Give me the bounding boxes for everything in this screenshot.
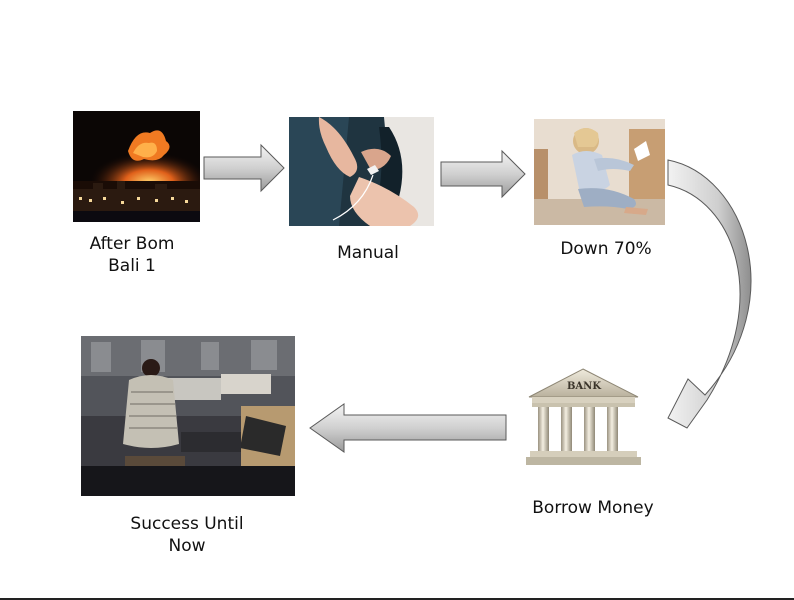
arrow-right-2 [440,149,526,199]
caption-line: Bali 1 [108,256,156,276]
arrow-curved-down [667,159,752,429]
arrow-left [309,403,507,453]
caption-line: After Bom [89,234,175,254]
photo-hand-sewing [289,117,434,226]
caption-success: Success Until Now [112,513,262,557]
photo-explosion [73,111,200,222]
caption-borrow-money: Borrow Money [513,497,673,519]
arrow-right-1 [203,143,285,193]
caption-line: Down 70% [560,239,652,259]
bank-sign-text: BANK [566,381,602,392]
caption-manual: Manual [298,242,438,264]
caption-after-bom-bali: After Bom Bali 1 [62,233,202,277]
caption-down: Down 70% [536,238,676,260]
photo-distressed-woman [534,119,665,225]
caption-line: Borrow Money [532,498,654,518]
caption-line: Manual [337,243,399,263]
photo-garment-workshop [81,336,295,496]
bank-building: BANK [526,367,641,469]
bottom-rule [0,598,794,600]
caption-line: Success Until [130,514,244,534]
caption-line: Now [168,536,206,556]
